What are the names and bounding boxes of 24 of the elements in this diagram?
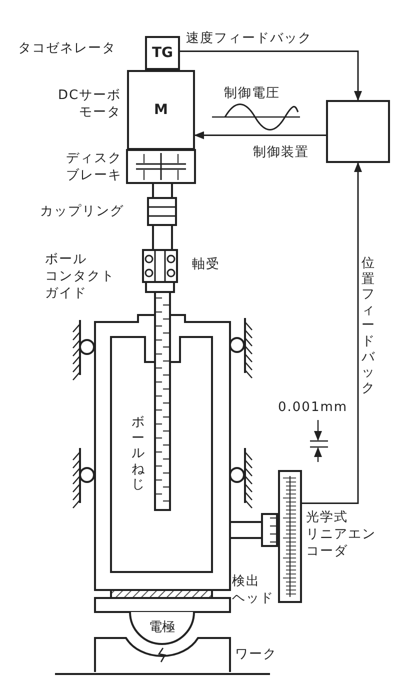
electrode-label: 電極 [149, 619, 175, 636]
edge-label: 位置フィードバック [361, 256, 376, 396]
part-label: ワーク [235, 647, 277, 664]
part-label: タコゼネレータ [18, 41, 116, 58]
controller-box [326, 100, 390, 163]
arrow [302, 162, 362, 504]
edge-label: 制御電圧 [224, 86, 280, 103]
dimension-label: 0.001mm [278, 400, 348, 417]
linear-scale [278, 470, 302, 603]
part-label: ボールコンタクトガイド [45, 252, 115, 303]
part-label: ボールねじ [131, 415, 146, 493]
part-label: 検出ヘッド [232, 574, 274, 608]
part-label: カップリング [40, 204, 124, 221]
part-label: 光学式リニアエンコーダ [306, 510, 376, 561]
arrow [180, 50, 362, 101]
part-label: 軸受 [192, 257, 220, 274]
arrow [194, 131, 326, 140]
part-label: ディスクブレーキ [66, 151, 122, 185]
servo-motor-box: M [127, 70, 195, 150]
part-label: 制御装置 [253, 145, 309, 162]
edge-label: 速度フィードバック [186, 31, 312, 48]
electrode [129, 612, 195, 646]
tachogenerator-box: TG [145, 36, 180, 70]
part-label: DCサーボモータ [58, 88, 122, 122]
